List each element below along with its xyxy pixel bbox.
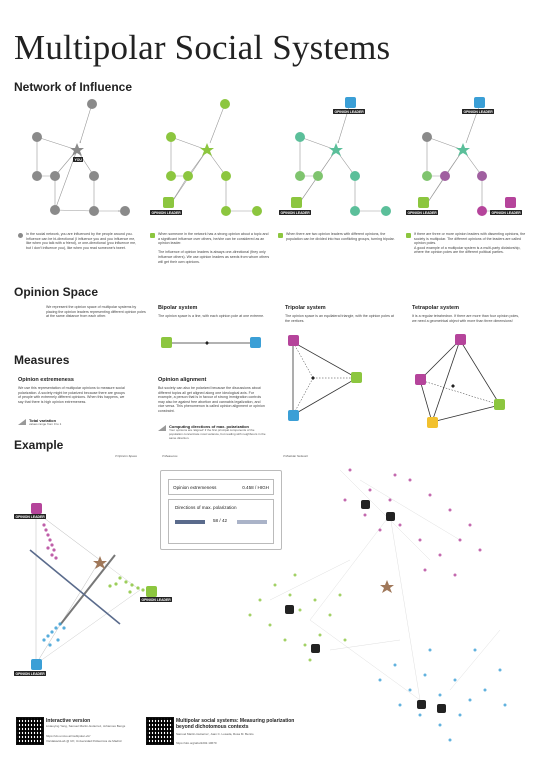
directions-title: Computing directions of max. polarizatio… [169, 424, 250, 429]
bipolar-desc: The opinion space is a line, with each o… [158, 314, 265, 318]
green-leader-icon [150, 232, 155, 238]
caption-text-a: When someone in the network has a strong… [158, 232, 269, 246]
tripolar-desc: The opinion space is an equilateral tria… [285, 314, 394, 323]
directions-sub: Your opinions are 'aligned' if the first… [169, 428, 266, 440]
caption-text: If there are three or more opinion leade… [414, 232, 530, 255]
alignment-title: Opinion alignment [158, 377, 207, 383]
section-measures-heading: Measures [14, 353, 70, 367]
network-caption-1: In the social network, you are influence… [18, 232, 140, 250]
network-caption-3: When there are two opinion leaders with … [278, 232, 398, 241]
qr-code-interactive[interactable] [16, 717, 44, 745]
cluster-blue [378, 648, 507, 742]
network-caption-2: When someone in the network has a strong… [150, 232, 270, 264]
cluster-magenta [343, 468, 482, 577]
tab-opinion-space[interactable]: ▾ Opinion Space [115, 454, 138, 458]
caption-text-a: If there are three or more opinion leade… [414, 232, 526, 246]
caption-text: When there are two opinion leaders with … [286, 232, 395, 241]
interactive-title: Interactive version [46, 718, 91, 724]
tab-measures[interactable]: ▾ Measures [162, 454, 178, 458]
tab-modular-network-label: Modular Network [285, 454, 309, 458]
example-leader-magenta: OPINION LEADER [14, 514, 47, 519]
section-opinion-space-heading: Opinion Space [14, 285, 99, 299]
caption-text-b: The influence of opinion leaders is alwa… [158, 250, 270, 264]
leader-label-p3-a: OPINION LEADER [279, 210, 312, 215]
section-network-heading: Network of Influence [14, 80, 133, 94]
extremeness-title: Opinion extremeness [18, 377, 74, 383]
extremeness-box: Opinion extremeness 0.458 / HIGH [168, 479, 274, 495]
cluster-green [248, 573, 347, 662]
tetrapolar-desc: It is a regular tetrahedron. If there ar… [412, 314, 520, 323]
paper-authors: Samuel Martin-Gutierrez, Juan C. Losada,… [176, 732, 254, 736]
tab-opinion-space-label: Opinion Space [117, 454, 138, 458]
opinion-space-intro: We represent the opinion space of multip… [46, 305, 146, 319]
tab-modular-network[interactable]: ▾ Modular Network [283, 454, 309, 458]
tab-measures-label: Measures [164, 454, 178, 458]
directions-label: Directions of max. polarization [175, 505, 237, 510]
interactive-url[interactable]: https://vis.uni-ko.at/multipolar-viz/ [46, 734, 91, 738]
bipolar-title: Bipolar system [158, 305, 198, 311]
interactive-note: Vis/datavisLab @ UK; Universidad Politec… [46, 739, 122, 743]
leader-label-p4-c: OPINION LEADER [490, 210, 523, 215]
green-leader-icon [406, 232, 411, 238]
leader-label-p3-b: OPINION LEADER [333, 109, 366, 114]
tripolar-title: Tripolar system [285, 305, 326, 311]
extremeness-value: 0.458 / HIGH [242, 484, 269, 490]
directions-box: Directions of max. polarization 58 / 42 [168, 499, 274, 544]
caption-text-b: A good example of a multipolar system is… [414, 245, 521, 255]
caption-text: When someone in the network has a strong… [158, 232, 270, 264]
tetrapolar-title: Tetrapolar system [412, 305, 459, 311]
green-leader-icon [278, 232, 283, 238]
network-caption-4: If there are three or more opinion leade… [406, 232, 530, 255]
leader-label-p4-a: OPINION LEADER [406, 210, 439, 215]
gray-node-icon [18, 232, 23, 238]
example-leader-blue: OPINION LEADER [14, 671, 47, 676]
direction-arrow-1 [175, 520, 205, 524]
section-example-heading: Example [14, 438, 64, 452]
leader-label-p4-b: OPINION LEADER [462, 109, 495, 114]
total-variation-sub: values range from 0 to 1 [29, 422, 62, 426]
measures-panel: Opinion extremeness 0.458 / HIGH Directi… [160, 470, 282, 550]
network-panel-3-nodes [291, 97, 391, 216]
network-panel-1-nodes [32, 99, 130, 216]
network-panel-2-nodes [163, 99, 262, 216]
paper-url[interactable]: https://doi.org/abs/2202.10670 [176, 741, 217, 745]
you-label-p1: YOU [73, 157, 84, 162]
network-panel-4-nodes [418, 97, 516, 216]
interactive-authors: Lixiaoying Yang, Samuel Martin-Gutierrez… [46, 724, 126, 728]
leader-label-p2: OPINION LEADER [150, 210, 183, 215]
page-title: Multipolar Social Systems [14, 28, 391, 67]
extremeness-label: Opinion extremeness [173, 484, 217, 490]
caption-text: In the social network, you are influence… [26, 232, 137, 250]
total-variation-label: Total variation [29, 418, 57, 423]
extremeness-text: We use this representation of multipolar… [18, 386, 125, 404]
alignment-text: But society can also be polarized becaus… [158, 386, 265, 413]
qr-code-paper[interactable] [146, 717, 174, 745]
direction-arrow-2 [237, 520, 267, 524]
directions-value: 58 / 42 [213, 518, 228, 523]
paper-title: Multipolar social systems: Measuring pol… [176, 718, 295, 730]
example-leader-green: OPINION LEADER [140, 597, 173, 602]
